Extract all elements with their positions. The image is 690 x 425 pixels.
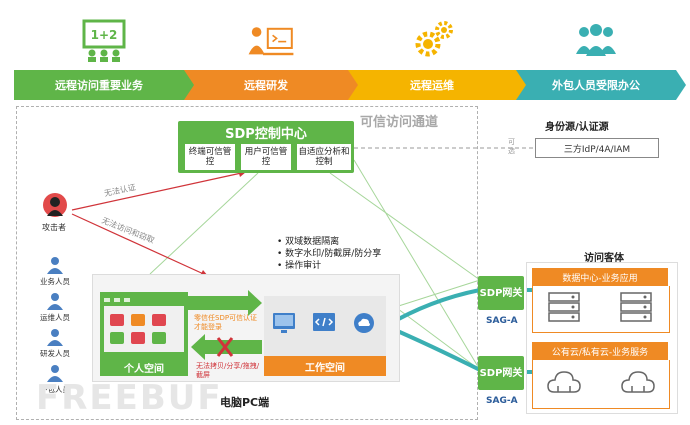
watermark: FREEBUF	[36, 378, 223, 418]
hacker-icon	[43, 193, 67, 217]
trusted-channel-title: 可信访问通道	[360, 115, 439, 130]
server-icon	[548, 292, 580, 322]
sdp-gateway-2: SDP网关	[478, 356, 524, 390]
feature-item: • 双域数据隔离	[277, 237, 340, 247]
feature-list: • 双域数据隔离 • 数字水印/防截屏/防分享 • 操作审计	[277, 236, 381, 272]
person-label: 外包人员	[40, 385, 70, 394]
block-note: 无法拷贝/分享/拖拽/截屏	[196, 362, 260, 379]
band-label: 远程访问重要业务	[55, 79, 143, 92]
personal-content	[104, 306, 184, 352]
app-tile-green	[110, 332, 124, 344]
app-tile-red	[152, 314, 166, 326]
app-tile-red	[110, 314, 124, 326]
business-user-icon	[47, 257, 63, 274]
feature-item: • 数字水印/防截屏/防分享	[277, 249, 382, 259]
personal-space-label: 个人空间	[124, 364, 164, 375]
datacenter-body	[532, 286, 670, 333]
adaptive-control-box: 自适应分析和控制	[296, 143, 352, 171]
idp-box: 三方IdP/4A/IAM	[535, 138, 659, 158]
idp-title: 身份源/认证源	[545, 122, 609, 133]
svg-text:1+2: 1+2	[91, 28, 118, 42]
server-icon	[620, 292, 652, 322]
cloud-app-icon	[354, 313, 374, 333]
work-space-label: 工作空间	[264, 356, 386, 376]
band-remote-dev: 远程研发	[184, 70, 358, 100]
cloud-icon	[547, 371, 581, 393]
developer-icon	[248, 27, 294, 56]
sdp-gateway-1: SDP网关	[478, 276, 524, 310]
person-label: 运维人员	[40, 313, 70, 322]
attacker-label: 攻击者	[42, 223, 66, 232]
optional-label: 可选	[508, 138, 515, 155]
sdp-center-title: SDP控制中心	[225, 127, 307, 142]
band-label: 外包人员受限办公	[552, 79, 640, 92]
band-outsourcing: 外包人员受限办公	[516, 70, 686, 100]
app-tile-green	[152, 332, 166, 344]
team-users-icon	[576, 24, 616, 56]
app-tile-red	[131, 332, 145, 344]
dev-user-icon	[47, 329, 63, 346]
person-label: 研发人员	[40, 349, 70, 358]
person-label: 业务人员	[40, 277, 70, 286]
user-trust-box: 用户可信管控	[240, 143, 292, 171]
terminal-trust-box: 终端可信管控	[184, 143, 236, 171]
band-remote-business: 远程访问重要业务	[14, 70, 194, 100]
outsourced-user-icon	[47, 365, 63, 382]
pc-label: 电脑PC端	[220, 396, 270, 409]
band-label: 远程运维	[410, 79, 454, 92]
cloud-icon	[621, 371, 655, 393]
sdp-control-center: SDP控制中心 终端可信管控 用户可信管控 自适应分析和控制	[178, 121, 354, 173]
band-label: 远程研发	[244, 79, 288, 92]
resources-title: 访问客体	[584, 253, 624, 264]
cloud-body	[532, 360, 670, 409]
feature-item: • 操作审计	[277, 261, 322, 271]
app-tile-orange	[131, 314, 145, 326]
presentation-board-icon: 1+2	[82, 19, 126, 62]
monitor-icon	[273, 313, 295, 333]
gateway-tag: SAG-A	[486, 396, 518, 406]
resources-frame	[526, 262, 678, 414]
login-note: 零信任SDP可信认证才能登录	[194, 314, 258, 331]
ops-user-icon	[47, 293, 63, 310]
band-remote-ops: 远程运维	[348, 70, 526, 100]
gateway-tag: SAG-A	[486, 316, 518, 326]
cloud-header: 公有云/私有云-业务服务	[532, 342, 668, 360]
gears-icon	[415, 21, 453, 57]
endpoint-frame	[16, 106, 478, 420]
datacenter-header: 数据中心-业务应用	[532, 268, 668, 286]
code-window-icon	[313, 313, 335, 331]
